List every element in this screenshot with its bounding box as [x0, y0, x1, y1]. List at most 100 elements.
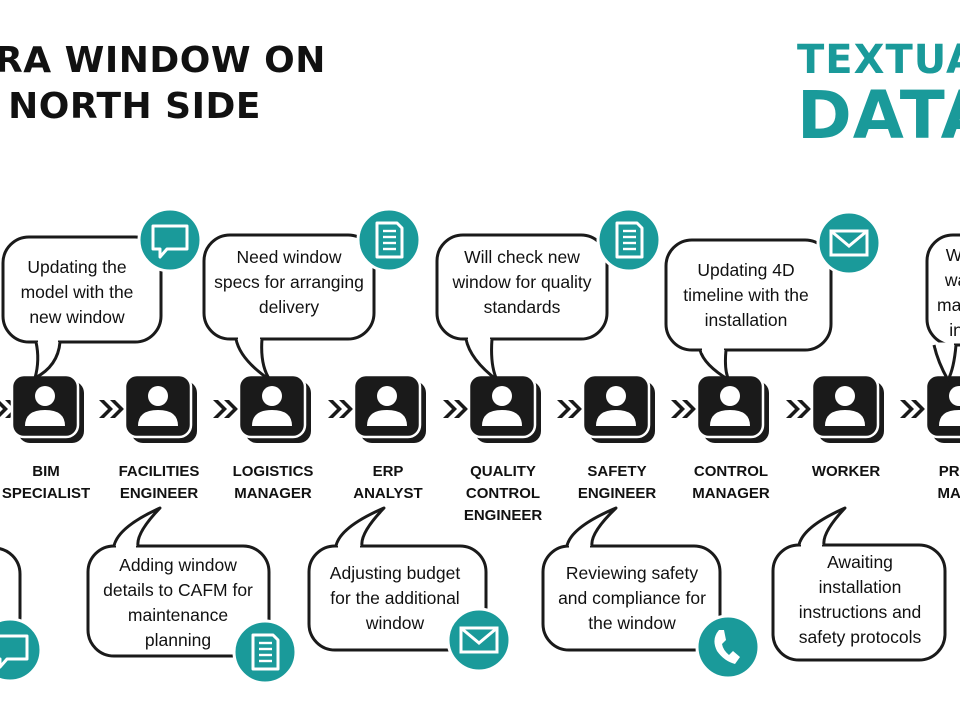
bottom-message-text-line: Adding window: [119, 555, 237, 575]
role-label: WORKER: [781, 461, 911, 483]
page-title: TRA WINDOW ON E NORTH SIDE: [0, 38, 326, 130]
top-message-text-line: standards: [483, 297, 561, 317]
person-icon: [35, 386, 55, 406]
top-message-text-line: specs for arranging: [214, 272, 364, 292]
role-label: QUALITY CONTROL ENGINEER: [438, 461, 568, 527]
flow-arrow: [671, 400, 696, 418]
person-node: [237, 373, 311, 443]
bottom-speech-bubble: [307, 506, 488, 652]
role-label-line: ENGINEER: [577, 485, 657, 502]
bottom-message-text-line: and compliance for: [558, 588, 706, 608]
role-label-line: ERP: [372, 463, 404, 480]
role-label-line: MANAGER: [692, 485, 770, 502]
flow-arrow: [900, 400, 925, 418]
role-label-line: SPECIALIST: [1, 485, 91, 502]
bottom-message-text-line: safety protocols: [798, 627, 922, 647]
person-node: [924, 373, 960, 443]
brand-label: TEXTUAL DATA: [797, 36, 960, 154]
role-label: ERP ANALYST: [323, 461, 453, 505]
person-icon: [262, 386, 282, 406]
top-speech-bubble: [1, 235, 163, 380]
role-label-line: ENGINEER: [463, 507, 543, 524]
bottom-speech-bubble: [541, 506, 722, 652]
bottom-message-text-line: Reviewing safety: [565, 563, 699, 583]
bottom-message-text-line: Awaiting: [827, 552, 893, 572]
role-label-line: CONTROL: [693, 463, 769, 480]
bottom-message-text-line: details to CAFM for: [103, 580, 253, 600]
person-icon: [148, 386, 168, 406]
person-icon: [835, 386, 855, 406]
person-node: [352, 373, 426, 443]
bottom-message-text-line: Adjusting budget: [329, 563, 461, 583]
top-speech-bubble: [435, 233, 609, 382]
top-message-text-line: Updating the: [27, 257, 127, 277]
bottom-message-text-line: window: [365, 613, 425, 633]
bottom-message-text-line: installation: [818, 577, 902, 597]
person-icon: [949, 386, 960, 406]
flow-arrow: [213, 400, 238, 418]
person-icon: [377, 386, 397, 406]
document-icon: [232, 619, 298, 685]
bottom-message-text: Awaiting installation instructions and safe…: [775, 550, 945, 650]
top-message-text-line: model with the: [20, 282, 134, 302]
role-label-line: ANALYST: [353, 485, 423, 502]
role-label-line: ENGINEER: [119, 485, 199, 502]
top-message-text-line: installation: [704, 310, 788, 330]
role-label: PROP MANA: [895, 461, 960, 505]
flow-arrow: [786, 400, 811, 418]
role-label-line: PROP: [938, 463, 960, 480]
person-node: [123, 373, 197, 443]
role-label-line: BIM: [32, 463, 60, 480]
role-label-line: MANA: [937, 485, 960, 502]
role-label: CONTROL MANAGER: [666, 461, 796, 505]
top-speech-bubble: [202, 233, 376, 382]
top-message-text-line: new window: [29, 307, 125, 327]
role-label: BIM SPECIALIST: [0, 461, 111, 505]
document-icon: [356, 207, 422, 273]
envelope-icon: [816, 210, 882, 276]
flow-arrow: [557, 400, 582, 418]
person-node: [810, 373, 884, 443]
role-label-line: CONTROL: [465, 485, 541, 502]
person-node: [581, 373, 655, 443]
document-icon: [596, 207, 662, 273]
bottom-message-text-line: the window: [588, 613, 676, 633]
top-message-text: Wi wa main in: [926, 243, 960, 343]
role-nodes: [10, 373, 960, 443]
bottom-message-text-line: instructions and: [798, 602, 922, 622]
role-label-line: QUALITY: [470, 463, 536, 480]
person-icon: [492, 386, 512, 406]
top-message-text-line: timeline with the: [683, 285, 809, 305]
top-message-text-line: Wi: [945, 245, 960, 265]
role-label-line: LOGISTICS: [232, 463, 314, 480]
brand-top-text: TEXTUAL: [797, 37, 960, 83]
bottom-message-text: Adding window details to CAFM for maintena…: [88, 553, 268, 653]
person-node: [10, 373, 84, 443]
title-line-2: E NORTH SIDE: [0, 86, 261, 127]
top-message-text-line: delivery: [258, 297, 320, 317]
top-message-text-line: Updating 4D: [697, 260, 795, 280]
top-message-text: Updating 4D timeline with the installation: [661, 258, 831, 333]
top-message-text-line: window for quality: [452, 272, 592, 292]
bottom-message-text-line: maintenance: [127, 605, 229, 625]
person-node: [467, 373, 541, 443]
top-speech-bubble: [664, 238, 833, 382]
chat-icon: [0, 617, 43, 683]
brand-bottom-text: DATA: [797, 77, 960, 154]
bottom-message-text-line: for the additional: [330, 588, 460, 608]
person-icon: [720, 386, 740, 406]
top-message-text-line: in: [949, 320, 960, 340]
person-node: [695, 373, 769, 443]
bottom-speech-bubble: [86, 506, 271, 658]
envelope-icon: [446, 607, 512, 673]
title-line-1: TRA WINDOW ON: [0, 40, 326, 81]
bottom-message-text: Adjusting budget for the additional window: [308, 561, 483, 636]
top-message-text-line: wa: [944, 270, 960, 290]
top-message-text-line: main: [937, 295, 960, 315]
